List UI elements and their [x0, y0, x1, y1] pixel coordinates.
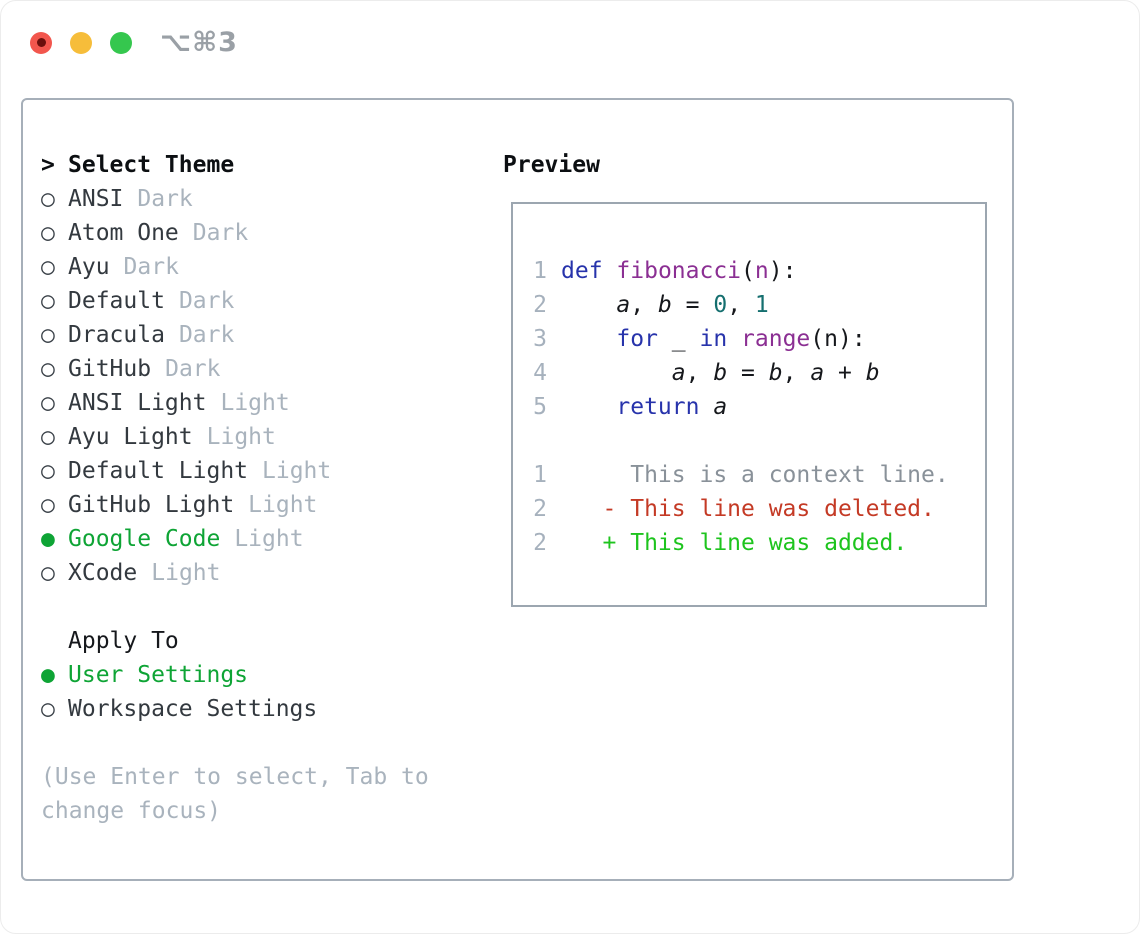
line-number: 1 [533, 462, 547, 488]
focus-caret-icon: > [41, 152, 55, 178]
theme-picker-panel: > Select Theme ○ ANSI Dark ○ Atom One Da… [21, 98, 1014, 881]
spacer [41, 590, 503, 624]
radio-icon: ○ [41, 424, 55, 450]
select-theme-title: Select Theme [68, 152, 235, 178]
radio-icon: ○ [41, 560, 55, 586]
line-number: 4 [533, 360, 547, 386]
theme-variant-label: Dark [192, 220, 249, 246]
code-line: 5 return a [533, 390, 985, 424]
theme-option-github-dark[interactable]: ○ GitHub Dark [41, 352, 503, 386]
radio-selected-icon: ● [41, 662, 55, 688]
theme-variant-label: Dark [137, 186, 193, 212]
theme-option-default-dark[interactable]: ○ Default Dark [41, 284, 503, 318]
select-theme-header: > Select Theme [41, 148, 503, 182]
line-number: 5 [533, 394, 547, 420]
theme-variant-label: Light [220, 390, 290, 416]
theme-option-ayu-dark[interactable]: ○ Ayu Dark [41, 250, 503, 284]
radio-icon: ○ [41, 390, 55, 416]
apply-option-user-settings[interactable]: ● User Settings [41, 658, 503, 692]
theme-option-xcode-light[interactable]: ○ XCode Light [41, 556, 503, 590]
theme-variant-label: Dark [178, 288, 235, 314]
theme-variant-label: Light [206, 424, 276, 450]
help-text: (Use Enter to select, Tab to change focu… [41, 764, 429, 824]
minimize-button[interactable] [70, 31, 92, 54]
line-number [533, 424, 547, 458]
apply-option-workspace-settings[interactable]: ○ Workspace Settings [41, 692, 503, 726]
theme-option-dracula-dark[interactable]: ○ Dracula Dark [41, 318, 503, 352]
line-number: 2 [533, 530, 547, 556]
window-shortcut-label: ⌥⌘3 [160, 27, 238, 58]
diff-added-line: 2 + This line was added. [533, 526, 985, 560]
theme-option-ansi-dark[interactable]: ○ ANSI Dark [41, 182, 503, 216]
theme-option-github-light[interactable]: ○ GitHub Light Light [41, 488, 503, 522]
code-line: 2 a, b = 0, 1 [533, 288, 985, 322]
theme-option-ansi-light[interactable]: ○ ANSI Light Light [41, 386, 503, 420]
line-number: 2 [533, 292, 547, 318]
radio-icon: ○ [41, 458, 55, 484]
diff-deleted-line: 2 - This line was deleted. [533, 492, 985, 526]
theme-variant-label: Light [248, 492, 318, 518]
theme-variant-label: Dark [123, 254, 179, 280]
theme-variant-label: Light [234, 526, 304, 552]
line-number: 1 [533, 258, 547, 284]
theme-variant-label: Light [262, 458, 332, 484]
radio-icon: ○ [41, 254, 55, 280]
preview-title: Preview [503, 152, 600, 178]
theme-variant-label: Light [151, 560, 221, 586]
code-line: 3 for _ in range(n): [533, 322, 985, 356]
preview-header: Preview [503, 148, 1012, 182]
radio-icon: ○ [41, 356, 55, 382]
line-number: 2 [533, 496, 547, 522]
theme-option-default-light[interactable]: ○ Default Light Light [41, 454, 503, 488]
blank-line [533, 424, 985, 458]
titlebar: ⌥⌘3 [30, 27, 238, 58]
close-dot-icon [36, 38, 46, 47]
radio-icon: ○ [41, 186, 55, 212]
radio-icon: ○ [41, 322, 55, 348]
radio-icon: ○ [41, 696, 55, 722]
diff-context-line: 1 This is a context line. [533, 458, 985, 492]
theme-option-google-code-light[interactable]: ● Google Code Light [41, 522, 503, 556]
line-number: 3 [533, 326, 547, 352]
theme-option-ayu-light[interactable]: ○ Ayu Light Light [41, 420, 503, 454]
radio-icon: ○ [41, 220, 55, 246]
radio-icon: ○ [41, 288, 55, 314]
code-line: 4 a, b = b, a + b [533, 356, 985, 390]
maximize-button[interactable] [110, 31, 132, 54]
radio-icon: ○ [41, 492, 55, 518]
close-button[interactable] [30, 31, 52, 54]
theme-list-column: > Select Theme ○ ANSI Dark ○ Atom One Da… [41, 148, 503, 879]
apply-to-header: Apply To [68, 628, 179, 654]
theme-option-atom-one-dark[interactable]: ○ Atom One Dark [41, 216, 503, 250]
theme-variant-label: Dark [165, 356, 221, 382]
radio-selected-icon: ● [41, 526, 55, 552]
theme-variant-label: Dark [178, 322, 235, 348]
